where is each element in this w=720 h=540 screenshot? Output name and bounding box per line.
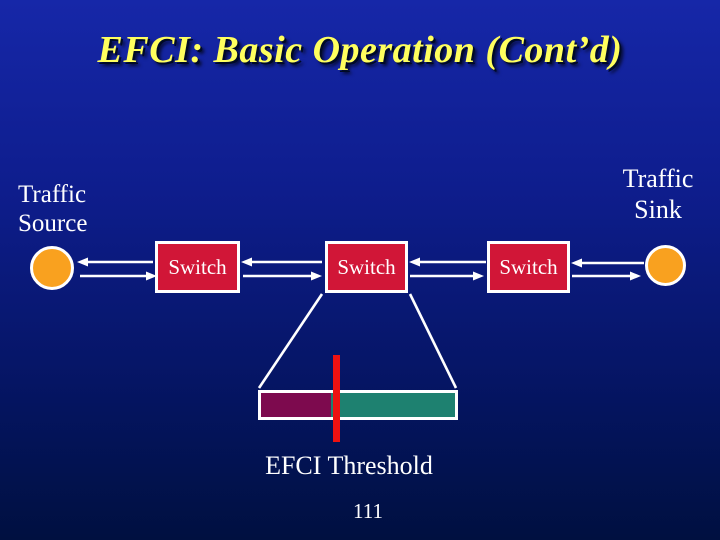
efci-threshold-label: EFCI Threshold	[265, 451, 433, 480]
buffer-bar	[258, 390, 458, 420]
switch-1-label: Switch	[168, 254, 227, 279]
switch-3-label: Switch	[499, 254, 558, 279]
traffic-sink-node	[645, 245, 686, 286]
slide-title: EFCI: Basic Operation (Cont’d)	[97, 29, 623, 71]
traffic-sink-label: Traffic Sink	[622, 164, 694, 224]
efci-threshold-marker	[333, 355, 340, 442]
switch-box-3: Switch	[487, 241, 570, 293]
switch-box-2: Switch	[325, 241, 408, 293]
buffer-free-segment	[331, 393, 455, 417]
slide-page-number: 111	[353, 499, 383, 523]
buffer-filled-segment	[261, 393, 331, 417]
switch-2-label: Switch	[337, 254, 396, 279]
switch-box-1: Switch	[155, 241, 240, 293]
traffic-source-node	[30, 246, 74, 290]
traffic-source-label: Traffic Source	[18, 181, 88, 237]
